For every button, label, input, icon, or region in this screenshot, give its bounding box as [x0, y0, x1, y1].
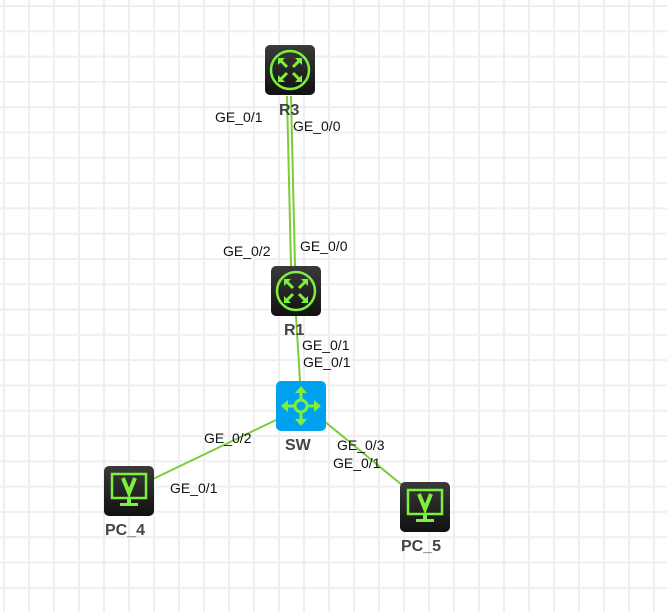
port-label-r1-ge00: GE_0/0: [300, 238, 348, 254]
router-icon: [269, 49, 311, 91]
device-label-r3: R3: [279, 102, 300, 119]
port-label-r3-ge01: GE_0/1: [215, 109, 263, 125]
pc-4[interactable]: [104, 466, 154, 516]
router-icon: [275, 270, 317, 312]
monitor-icon: [110, 472, 148, 506]
port-label-sw-ge03: GE_0/3: [337, 437, 385, 453]
port-label-pc5-ge01: GE_0/1: [333, 455, 381, 471]
link-r3-r1-a[interactable]: [286, 95, 292, 267]
link-r1-sw[interactable]: [295, 315, 301, 382]
device-label-pc4: PC_4: [105, 522, 146, 539]
router-r1[interactable]: [271, 266, 321, 316]
port-label-r1-ge02: GE_0/2: [223, 243, 271, 259]
router-r3[interactable]: [265, 45, 315, 95]
pc-5[interactable]: [400, 482, 450, 532]
switch-sw[interactable]: [276, 381, 326, 431]
device-label-r1: R1: [284, 322, 305, 339]
port-label-sw-ge02: GE_0/2: [204, 430, 252, 446]
port-label-r1-ge01: GE_0/1: [302, 337, 350, 353]
link-r3-r1-b[interactable]: [290, 95, 296, 267]
device-label-sw: SW: [285, 437, 311, 454]
port-label-sw-ge01: GE_0/1: [303, 354, 351, 370]
link-sw-pc5[interactable]: [323, 420, 403, 486]
switch-icon: [281, 386, 321, 426]
link-sw-pc4[interactable]: [152, 419, 277, 480]
device-label-pc5: PC_5: [401, 538, 442, 555]
monitor-icon: [406, 488, 444, 522]
port-label-r3-ge00: GE_0/0: [293, 118, 341, 134]
port-label-pc4-ge01: GE_0/1: [170, 480, 218, 496]
